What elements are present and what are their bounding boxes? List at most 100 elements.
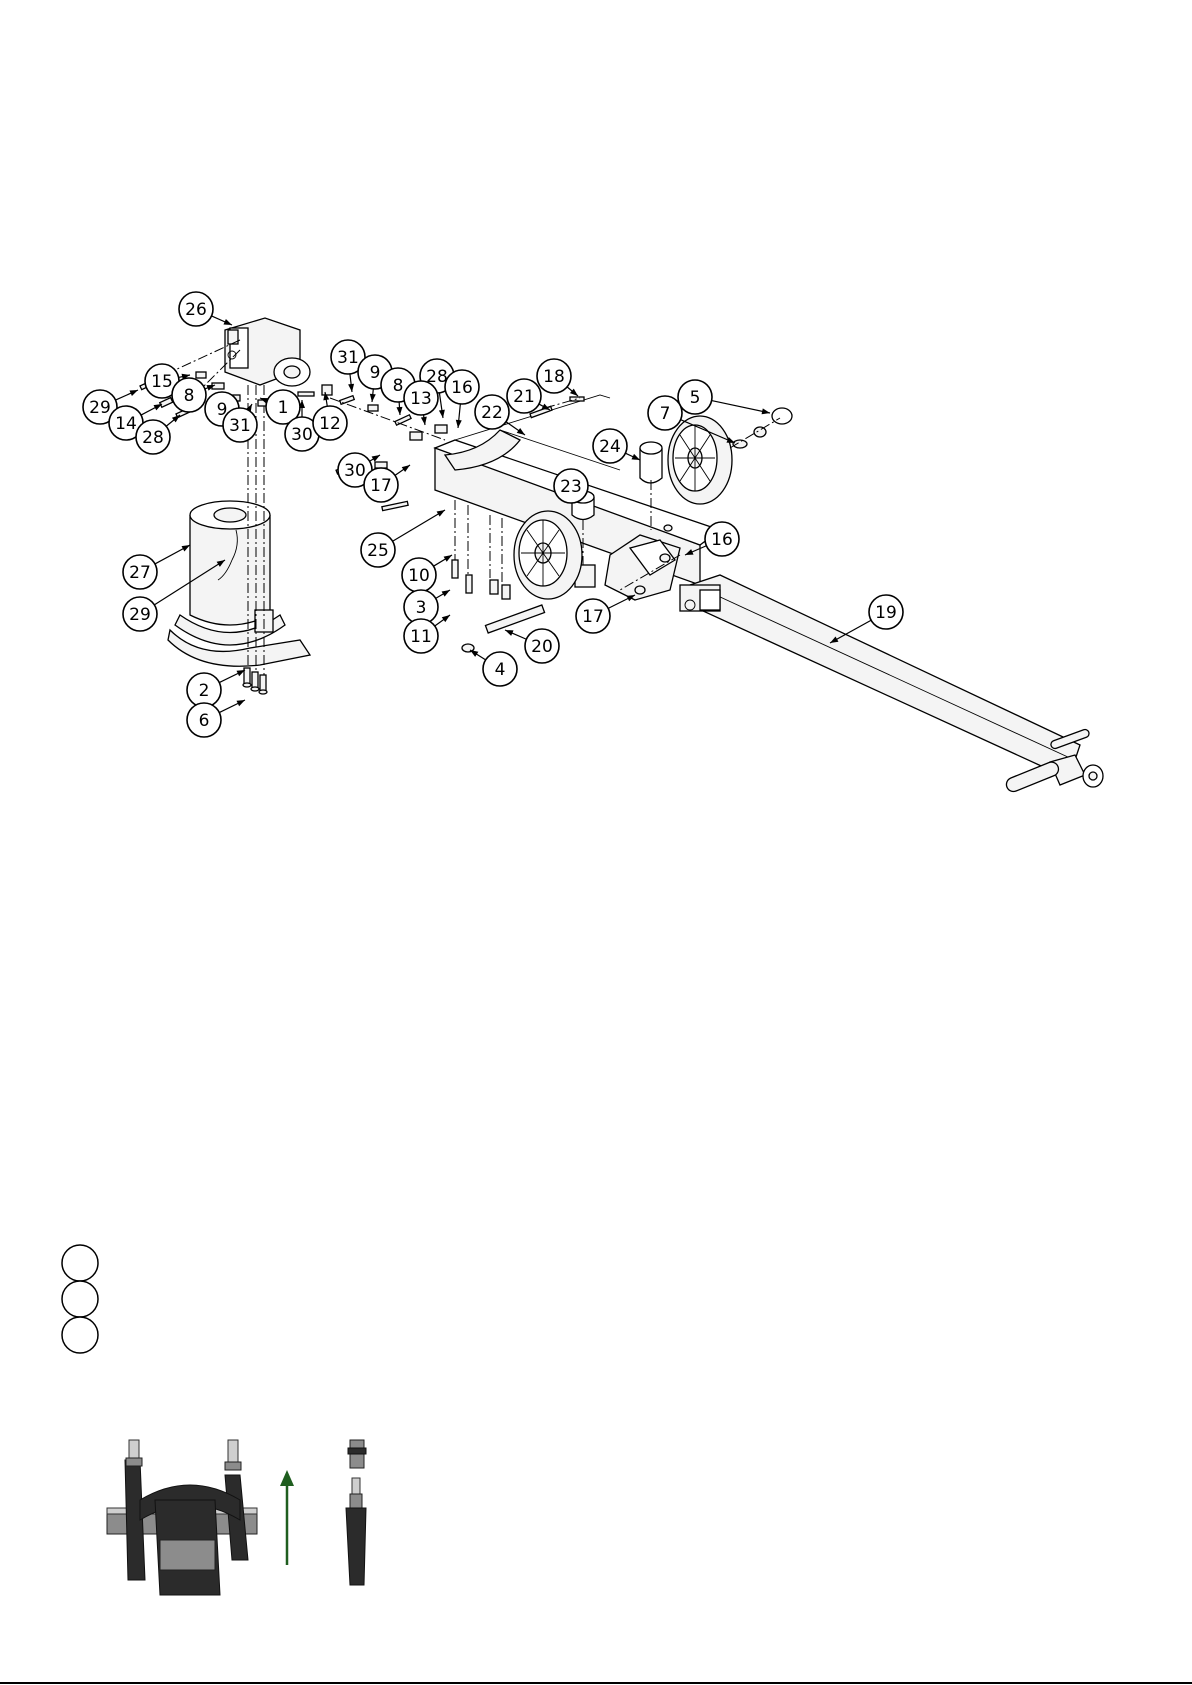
callout-arrowhead [456,420,462,428]
callout-number: 16 [711,530,733,550]
callout-number: 1 [278,398,289,418]
callout-arrowhead [442,615,450,622]
callout-arrowhead [402,465,410,472]
callout-number: 18 [543,367,565,387]
callout-balloon-26: 26 [179,292,213,326]
callout-balloon-11: 11 [404,619,438,653]
callout-number: 17 [370,476,392,496]
callout-balloon-24: 24 [593,429,627,463]
front-wheel [514,511,582,599]
callout-arrowhead [223,319,232,325]
callout-balloon-21: 21 [507,379,541,413]
callout-balloon-4: 4 [483,652,517,686]
callout-arrowhead [631,454,640,460]
language-marker-1 [62,1245,98,1281]
callout-arrowhead [517,428,525,435]
callout-arrowhead [421,417,427,425]
callout-number: 13 [410,389,432,409]
callout-leader [393,510,445,541]
callout-arrowhead [129,390,138,396]
callout-number: 17 [582,607,604,627]
hose-fitting-photo [346,1440,366,1585]
callout-number: 21 [513,387,535,407]
callout-balloon-31: 31 [223,408,257,442]
callout-arrowhead [439,410,445,418]
callout-balloon-16: 16 [705,522,739,556]
callout-arrowhead [442,590,450,597]
callout-balloon-10: 10 [402,558,436,592]
callout-arrowhead [505,630,514,636]
callout-balloon-28: 28 [136,420,170,454]
callout-arrowhead [437,510,445,517]
callout-number: 10 [408,566,430,586]
callout-balloon-6: 6 [187,703,221,737]
callout-balloon-5: 5 [678,380,712,414]
callout-balloon-7: 7 [648,396,682,430]
callout-balloon-29: 29 [123,597,157,631]
callout-leader [712,401,770,413]
callout-balloon-2: 2 [187,673,221,707]
callout-arrowhead [236,700,245,706]
callout-number: 11 [410,627,432,647]
callout-arrowhead [372,455,380,462]
callout-balloon-8: 8 [172,378,206,412]
callout-number: 20 [531,637,553,657]
callout-balloon-17: 17 [576,599,610,633]
callout-number: 9 [370,363,381,383]
arrow-head [280,1470,294,1486]
callout-balloon-19: 19 [869,595,903,629]
callout-number: 31 [229,416,251,436]
callout-arrowhead [182,545,190,551]
callout-arrowhead [396,407,402,415]
callout-number: 27 [129,563,151,583]
callout-number: 26 [185,300,207,320]
callout-arrowhead [470,650,478,657]
callout-number: 12 [319,414,341,434]
callout-number: 19 [875,603,897,623]
callout-balloon-12: 12 [313,406,347,440]
callout-number: 2 [199,681,210,701]
callout-arrowhead [370,394,376,402]
callout-number: 30 [344,461,366,481]
callout-number: 30 [291,425,313,445]
hydraulic-cylinder [168,501,310,666]
callout-number: 25 [367,541,389,561]
callout-number: 16 [451,378,473,398]
callout-number: 23 [560,477,582,497]
callout-number: 29 [89,398,111,418]
callout-arrowhead [348,384,354,392]
callout-number: 31 [337,348,359,368]
callout-number: 5 [690,388,701,408]
callout-number: 28 [142,428,164,448]
callout-arrowhead [154,404,162,410]
language-marker-3 [62,1317,98,1353]
callout-arrowhead [444,555,452,562]
callout-number: 6 [199,711,210,731]
callout-number: 4 [495,660,506,680]
callout-arrowhead [762,408,770,414]
callout-number: 24 [599,437,621,457]
rear-wheel [668,416,732,504]
callout-balloon-17: 17 [364,468,398,502]
callout-number: 8 [393,376,404,396]
callout-balloon-16: 16 [445,370,479,404]
hose-connector-photo [107,1440,257,1595]
callout-balloon-25: 25 [361,533,395,567]
language-marker-2 [62,1281,98,1317]
callout-number: 22 [481,403,503,423]
callout-balloon-13: 13 [404,381,438,415]
direction-arrow [280,1470,294,1565]
callout-number: 7 [660,404,671,424]
language-markers [62,1245,98,1353]
callout-balloon-27: 27 [123,555,157,589]
callout-number: 29 [129,605,151,625]
callout-balloon-20: 20 [525,629,559,663]
callout-number: 14 [115,414,137,434]
callout-balloon-18: 18 [537,359,571,393]
callout-balloon-23: 23 [554,469,588,503]
callout-balloon-22: 22 [475,395,509,429]
column-bolts [243,668,267,694]
callout-number: 3 [416,598,427,618]
callout-number: 8 [184,386,195,406]
